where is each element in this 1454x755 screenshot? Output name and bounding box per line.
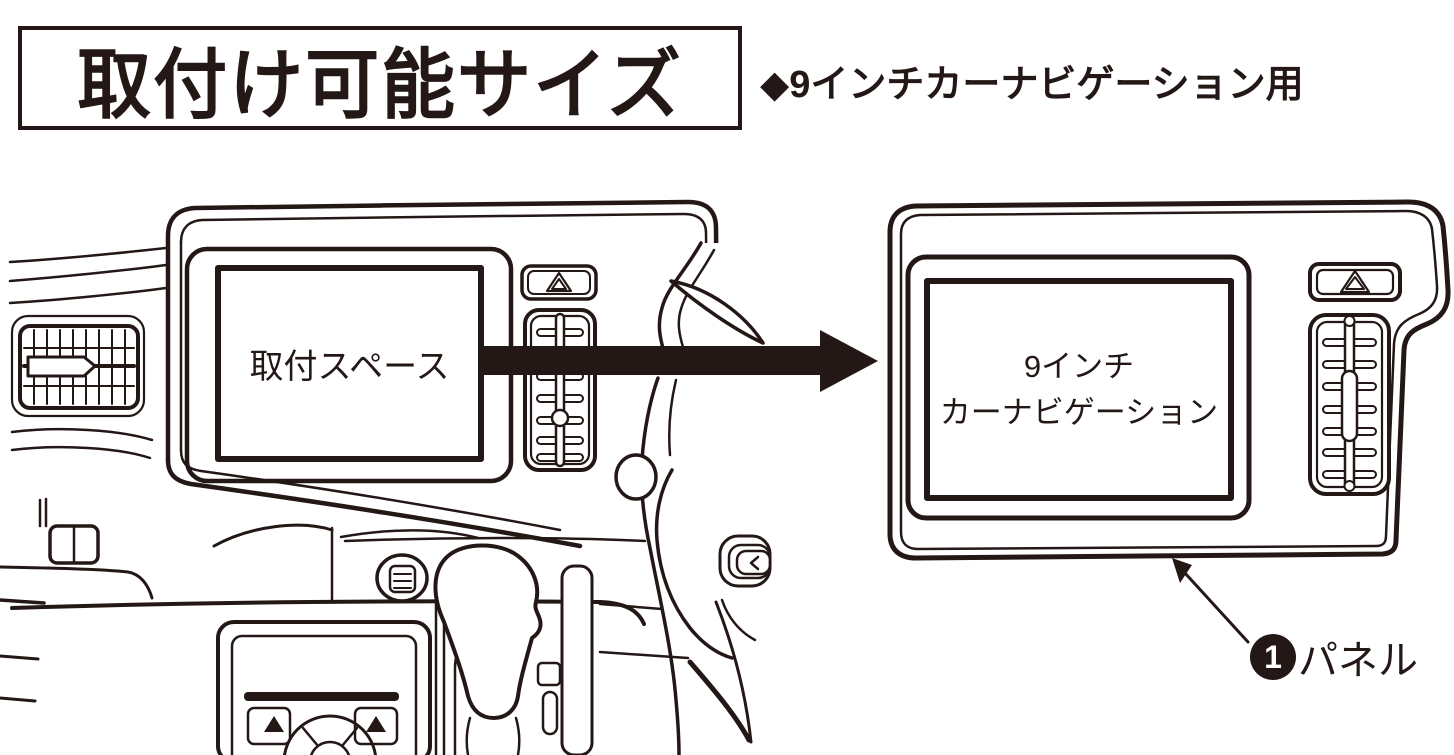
transfer-arrow-icon — [482, 330, 878, 392]
navigation-screen-outline — [924, 278, 1234, 501]
panel-callout — [1172, 558, 1296, 680]
fan-up-icon — [366, 716, 386, 732]
callout-pointer-icon — [1172, 558, 1192, 583]
dashboard-illustration — [0, 199, 880, 755]
cowl-and-ledge — [10, 523, 690, 660]
lower-dash-lines — [0, 427, 154, 703]
installation-space-outline — [215, 265, 484, 462]
climate-control-panel — [216, 620, 432, 755]
dash-seam-lines — [8, 246, 168, 305]
callout-number-badge — [1250, 634, 1296, 680]
hazard-button-icon — [520, 264, 598, 301]
shift-knob — [433, 543, 543, 720]
temp-up-icon — [264, 716, 284, 732]
hazard-button-icon — [1308, 262, 1402, 302]
engine-start-button-icon — [375, 553, 429, 603]
steering-controls-pod — [687, 534, 772, 744]
gear-shifter-illustration — [433, 543, 594, 755]
left-arrow-key-icon — [749, 555, 760, 571]
panel-illustration — [887, 199, 1451, 561]
left-air-vent-icon — [10, 314, 146, 418]
wheel-rim-section — [669, 279, 765, 345]
center-stack-panel — [165, 199, 720, 549]
side-air-vent-icon — [523, 308, 597, 472]
stalk-knob — [614, 453, 658, 501]
steering-wheel-illustration — [639, 241, 880, 755]
side-air-vent-icon — [1308, 313, 1391, 496]
